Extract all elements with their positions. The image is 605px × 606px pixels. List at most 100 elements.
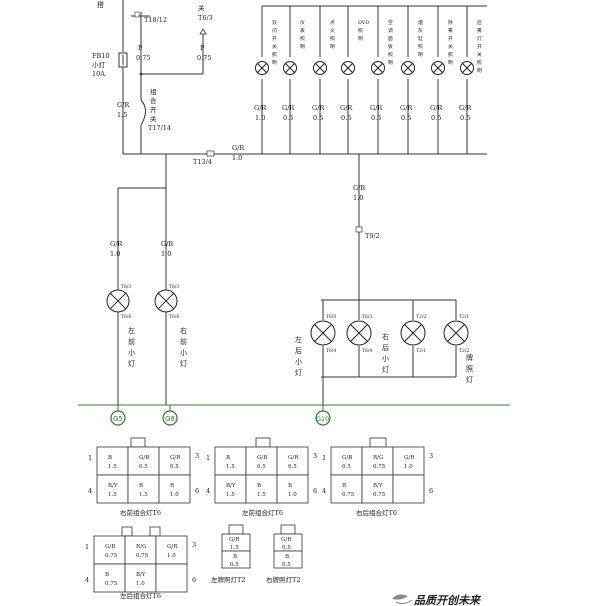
svg-text:后: 后 bbox=[382, 343, 389, 352]
svg-text:T17/14: T17/14 bbox=[148, 124, 171, 132]
svg-text:0.5: 0.5 bbox=[282, 562, 291, 568]
connector-cell-color: G/B bbox=[342, 455, 352, 461]
panel-lamp-cross bbox=[373, 63, 383, 73]
panel-lamp-label: 明 bbox=[272, 60, 277, 66]
connector-cell-color: B bbox=[170, 483, 174, 489]
connector-cell bbox=[124, 535, 157, 565]
connector-cell bbox=[155, 563, 188, 593]
connector-cell-color: R/G bbox=[373, 455, 383, 461]
fuse-name: FB10 bbox=[92, 52, 110, 60]
wire-gr15-size: 1.5 bbox=[117, 111, 127, 119]
brand-logo-icon bbox=[392, 594, 413, 605]
panel-lamp-label: 明 bbox=[477, 68, 482, 74]
panel-lamp-wire-size: 0.5 bbox=[401, 114, 411, 122]
connector-cell bbox=[392, 446, 425, 476]
connector-pin-label: 4 bbox=[85, 576, 89, 584]
panel-lamp-label: DVD bbox=[358, 20, 369, 26]
ground-g5-icon: G5 bbox=[110, 410, 126, 426]
panel-lamp-wire-color: G/R bbox=[370, 104, 383, 112]
connector-cell-color: B/Y bbox=[108, 483, 118, 489]
rear-lamp-cross bbox=[447, 324, 465, 342]
ground-g8-icon: G8 bbox=[162, 410, 178, 426]
connector-cell-size: 0.5 bbox=[257, 464, 266, 470]
connector-cell-color: B bbox=[226, 455, 230, 461]
panel-lamp-label: 照 bbox=[448, 52, 453, 58]
connector-pin-label: 3 bbox=[192, 541, 196, 549]
rear-lamp-pin1: T6/3 bbox=[326, 314, 336, 320]
svg-text:灯: 灯 bbox=[295, 368, 302, 377]
wire-lf-color: G/R bbox=[110, 240, 123, 248]
connector-tab bbox=[255, 437, 271, 448]
rear-lamp-pin1: T2/2 bbox=[416, 314, 426, 320]
connector-pin-label: 3 bbox=[195, 452, 199, 460]
svg-text:小: 小 bbox=[180, 348, 187, 357]
arrow-up-icon bbox=[199, 28, 207, 35]
wire-rear-size: 1.0 bbox=[353, 194, 363, 202]
rear-lamp-cross bbox=[350, 324, 368, 342]
panel-lamp-label: 灯 bbox=[477, 35, 482, 42]
wire-gr15-color: G/R bbox=[117, 101, 130, 109]
panel-lamp-cross bbox=[462, 63, 472, 73]
panel-lamp-label: 照 bbox=[418, 44, 423, 50]
switch-contact bbox=[140, 99, 146, 126]
panel-lamp-wire-color: G/R bbox=[340, 104, 353, 112]
panel-lamp-cross bbox=[343, 63, 353, 73]
rear-lamp: T6/3T6/4 bbox=[310, 300, 336, 377]
connector-cell-size: 0.5 bbox=[139, 464, 148, 470]
connector-cell-color: G/R bbox=[404, 455, 415, 461]
connector-cell-size: 0.5 bbox=[288, 464, 297, 470]
panel-lamp-label: 后 bbox=[477, 19, 482, 26]
connector-cell-color: B/Y bbox=[136, 572, 146, 578]
panel-lamp-label: 照 bbox=[300, 36, 305, 42]
connector-cell bbox=[96, 474, 129, 504]
fuse-rating: 10A bbox=[92, 70, 105, 78]
connector-cell-size: 1.0 bbox=[170, 492, 179, 498]
connector-cell bbox=[124, 563, 157, 593]
connector-cell-color: B bbox=[257, 483, 261, 489]
svg-text:小: 小 bbox=[382, 354, 389, 363]
left-plate-connector: G/R 1.5 B 0.5 bbox=[221, 524, 251, 569]
connector-cell-size: 0.75 bbox=[373, 464, 386, 470]
rf-pin2: T6/6 bbox=[169, 314, 179, 320]
svg-text:照: 照 bbox=[466, 365, 473, 373]
connector-cell bbox=[214, 474, 247, 504]
connector-cell bbox=[158, 474, 191, 504]
connector-cell bbox=[392, 474, 425, 504]
connector-cell-color: B bbox=[288, 483, 292, 489]
panel-lamp-label: 调 bbox=[388, 27, 393, 34]
panel-lamp-label: 开 bbox=[448, 36, 453, 42]
conn-t13-label: T13/4 bbox=[193, 158, 212, 166]
connector-pin-label: 3 bbox=[429, 452, 433, 460]
connector-pin-label: 6 bbox=[195, 487, 199, 495]
svg-text:G10: G10 bbox=[316, 415, 329, 423]
connector-cell-size: 1.5 bbox=[139, 492, 148, 498]
svg-text:1.5: 1.5 bbox=[230, 545, 239, 551]
panel-lamp-label: 闪 bbox=[272, 27, 277, 34]
svg-text:0.5: 0.5 bbox=[282, 545, 291, 551]
connector-tab bbox=[149, 526, 161, 537]
svg-text:灯: 灯 bbox=[180, 359, 187, 368]
panel-lamp-label: 仪 bbox=[300, 20, 305, 26]
connector-cell-color: B bbox=[342, 483, 346, 489]
connector-cell-size: 1.0 bbox=[136, 581, 145, 587]
connector-title: 左前组合灯T6 bbox=[242, 508, 283, 517]
svg-text:灯: 灯 bbox=[382, 365, 389, 374]
wire-p075b-size: 0.75 bbox=[197, 54, 211, 62]
rf-pin1: T6/3 bbox=[169, 284, 179, 290]
svg-text:关: 关 bbox=[150, 114, 157, 123]
svg-text:后: 后 bbox=[295, 346, 302, 355]
rear-lamp-pin1: T2/1 bbox=[459, 314, 469, 320]
connector-cell bbox=[245, 474, 278, 504]
connector-pin-label: 4 bbox=[206, 487, 210, 495]
panel-lamp-wire-size: 0.5 bbox=[313, 114, 323, 122]
connector-pin-label: 4 bbox=[88, 487, 92, 495]
connector-cell bbox=[245, 446, 278, 476]
svg-text:小: 小 bbox=[295, 357, 302, 366]
connector-cell-color: G/B bbox=[139, 455, 149, 461]
conn-t18-label: T18/12 bbox=[144, 16, 167, 24]
panel-lamp-cross bbox=[433, 63, 443, 73]
